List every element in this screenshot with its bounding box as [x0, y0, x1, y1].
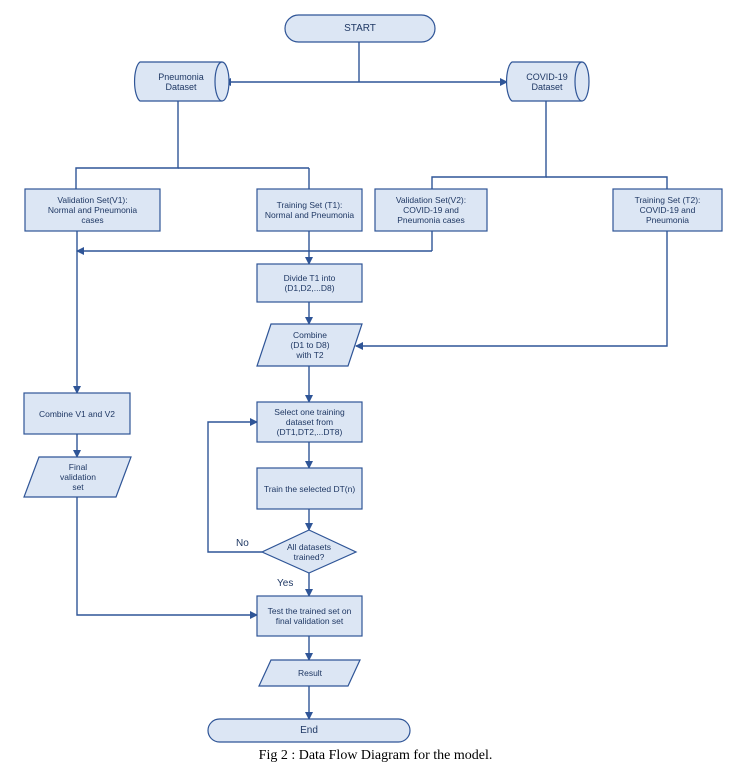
- connectors: [73, 42, 668, 720]
- shapes: [23, 14, 723, 743]
- validation-v2-box: [374, 188, 488, 232]
- start-label: START: [344, 22, 376, 34]
- combine-v1-v2-label: Combine V1 and V2: [38, 408, 116, 419]
- test-trained-box: [256, 595, 363, 637]
- validation-v2-label: Validation Set(V2): COVID-19 and Pneumon…: [395, 195, 467, 225]
- edge-label-no: No: [236, 538, 249, 549]
- start-terminator: [284, 14, 436, 43]
- edge-label-yes: Yes: [277, 578, 294, 589]
- validation-v1-label: Validation Set(V1): Normal and Pneumonia…: [47, 195, 138, 225]
- training-t2-box: [612, 188, 723, 232]
- end-terminator: [207, 718, 411, 743]
- train-selected-box: [256, 467, 363, 510]
- select-training-box: [256, 401, 363, 443]
- covid-dataset-label: COVID-19 Dataset: [526, 71, 568, 92]
- divide-t1-label: Divide T1 into (D1,D2,...D8): [283, 273, 336, 293]
- edge-to-training-t2: [546, 176, 668, 189]
- edge-pneumonia-split: [75, 101, 179, 189]
- test-trained-label: Test the trained set on final validation…: [267, 606, 352, 626]
- validation-v1-box: [24, 188, 161, 232]
- training-t1-box: [256, 188, 363, 232]
- combine-label: Combine (D1 to D8) with T2: [290, 330, 330, 360]
- final-validation-label: Final validation set: [60, 462, 96, 492]
- all-trained-label: All datasets trained?: [287, 542, 331, 562]
- train-selected-label: Train the selected DT(n): [263, 483, 356, 494]
- pneumonia-dataset-label: Pneumonia Dataset: [158, 71, 204, 92]
- divide-t1-box: [256, 263, 363, 303]
- edge-decision-no-loop: [207, 418, 262, 553]
- figure-caption: Fig 2 : Data Flow Diagram for the model.: [258, 748, 493, 763]
- edge-covid-split: [431, 101, 547, 189]
- all-trained-diamond: [260, 529, 358, 574]
- final-validation-parallelogram: [23, 456, 132, 498]
- select-training-label: Select one training dataset from (DT1,DT…: [274, 407, 345, 437]
- result-parallelogram: [258, 659, 361, 687]
- edge-final-to-test: [76, 497, 258, 619]
- result-label: Result: [297, 668, 323, 678]
- combine-parallelogram: [256, 323, 363, 367]
- combine-v1-v2-box: [23, 392, 131, 435]
- training-t1-label: Training Set (T1): Normal and Pneumonia: [264, 200, 355, 220]
- training-t2-label: Training Set (T2): COVID-19 and Pneumoni…: [634, 195, 701, 225]
- end-label: End: [300, 724, 318, 736]
- edge-t2-to-combine: [355, 231, 668, 350]
